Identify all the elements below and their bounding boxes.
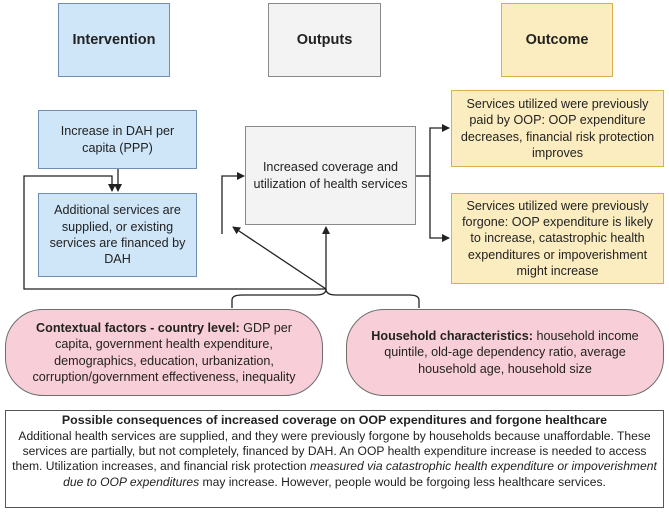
box-increase-dah: Increase in DAH per capita (PPP) [38,110,197,169]
arrow-services-to-outputs [221,172,245,234]
box-increased-coverage: Increased coverage and utilization of he… [245,126,416,225]
box-outcome-previously-paid: Services utilized were previously paid b… [451,90,664,167]
consequences-body: Additional health services are supplied,… [12,429,657,490]
header-outcome-label: Outcome [525,31,589,48]
factors-brace [231,288,420,308]
additional-services-text: Additional services are supplied, or exi… [49,203,186,267]
household-characteristics-body: household income quintile, old-age depen… [384,328,639,376]
header-intervention: Intervention [58,3,170,77]
header-outcome: Outcome [501,3,613,77]
household-characteristics-label: Household characteristics: [371,328,533,343]
header-outputs: Outputs [268,3,381,77]
box-household-characteristics: Household characteristics: household inc… [346,309,664,396]
consequences-text-2: may increase. However, people would be f… [199,474,606,489]
header-outputs-label: Outputs [296,31,353,48]
box-outcome-previously-forgone: Services utilized were previously forgon… [451,193,664,284]
household-characteristics-text: Household characteristics: household inc… [361,328,649,377]
consequences-text-1: Additional health services are supplied,… [12,428,651,474]
outcome-previously-paid-text: Services utilized were previously paid b… [460,96,655,160]
arrow-factors-to-services [232,226,327,290]
consequences-title: Possible consequences of increased cover… [61,413,608,427]
box-possible-consequences: Possible consequences of increased cover… [5,410,664,508]
box-additional-services: Additional services are supplied, or exi… [38,193,197,277]
arrow-to-outcome-forgone [429,176,450,242]
consequences-text-italic: measured via catastrophic health expendi… [63,459,657,489]
arrow-to-outcome-paid [429,124,450,176]
increase-dah-text: Increase in DAH per capita (PPP) [60,124,175,155]
contextual-factors-text: Contextual factors - country level: GDP … [20,320,308,385]
increased-coverage-text: Increased coverage and utilization of he… [253,160,408,191]
outcome-previously-forgone-text: Services utilized were previously forgon… [462,198,653,279]
contextual-factors-label: Contextual factors - country level: [36,320,240,335]
box-contextual-factors: Contextual factors - country level: GDP … [5,309,323,396]
contextual-factors-body: GDP per capita, government health expend… [32,320,296,384]
arrow-factors-loop [23,175,326,290]
header-intervention-label: Intervention [72,31,156,48]
